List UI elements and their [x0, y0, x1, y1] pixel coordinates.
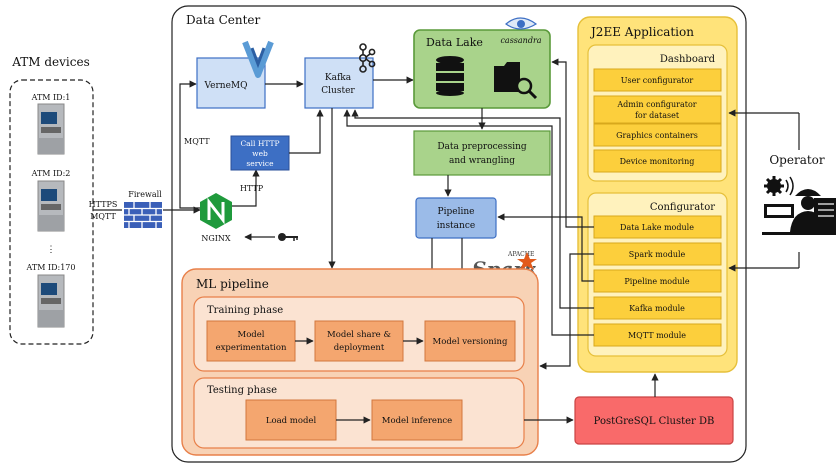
model-share-label-line2: deployment — [334, 343, 385, 353]
call-http-label-line2: web — [252, 149, 268, 158]
pipeline-module-label: Pipeline module — [624, 277, 690, 286]
data-center-frame — [171, 5, 747, 463]
admin-configurator-label-line1: Admin configurator — [616, 100, 696, 109]
call-http-label-line1: Call HTTP — [240, 139, 279, 148]
ml-pipeline-title: ML pipeline — [196, 277, 269, 291]
mqtt-label: MQTT — [184, 137, 210, 146]
pipeline-instance-node — [415, 197, 497, 239]
kafka-logo-icon — [358, 43, 376, 73]
model-experimentation-label-line2: experimentation — [216, 343, 287, 353]
load-model-label: Load model — [266, 416, 317, 426]
datalake-module-edge — [551, 58, 594, 228]
model-experimentation-node — [206, 320, 296, 362]
postgres-label: PostGreSQL Cluster DB — [594, 416, 715, 427]
mqtt-label-left: MQTT — [90, 212, 116, 221]
operator-engineer-icon — [762, 176, 836, 235]
mqtt-module-edge — [343, 109, 594, 336]
atm-device-170-label: ATM ID:170 — [26, 263, 76, 272]
user-configurator-label: User configurator — [621, 76, 694, 85]
kafka-label-line1: Kafka — [325, 73, 352, 83]
data-center-title: Data Center — [186, 13, 261, 27]
callhttp-to-kafka-edge — [289, 109, 324, 154]
atm-machine-icon — [37, 103, 65, 155]
pipeline-label-line1: Pipeline — [438, 207, 475, 217]
vernemq-label: VerneMQ — [203, 81, 247, 91]
vernemq-logo-icon — [242, 40, 274, 78]
pipeline-label-line2: instance — [437, 221, 475, 231]
spark-module-label: Spark module — [629, 250, 686, 259]
kafka-module-label: Kafka module — [629, 304, 685, 313]
kafka-label-line2: Cluster — [321, 86, 355, 96]
nginx-to-callhttp-edge — [232, 169, 260, 207]
atm-devices-title: ATM devices — [11, 55, 90, 69]
spark-module-edge — [539, 253, 594, 370]
preprocessing-label-line2: and wrangling — [449, 156, 515, 166]
key-icon — [278, 233, 298, 241]
admin-configurator-item — [593, 95, 722, 124]
configurator-title: Configurator — [650, 202, 715, 213]
model-inference-label: Model inference — [382, 416, 452, 426]
postgres-node — [574, 396, 734, 445]
graphics-containers-label: Graphics containers — [616, 131, 698, 140]
preprocessing-node — [413, 130, 551, 176]
http-label: HTTP — [240, 184, 264, 193]
device-monitoring-label: Device monitoring — [620, 157, 695, 166]
operator-label: Operator — [769, 153, 825, 167]
model-experimentation-label-line1: Model — [237, 330, 264, 340]
atm-machine-icon — [37, 180, 65, 232]
firewall-icon — [124, 202, 162, 228]
training-phase-title: Training phase — [207, 305, 283, 316]
model-share-label-line1: Model share & — [327, 330, 391, 340]
dashboard-title: Dashboard — [660, 54, 716, 65]
graphics-containers-item — [593, 123, 722, 147]
nginx-icon — [200, 193, 232, 229]
call-http-label-line3: service — [246, 159, 274, 168]
model-share-node — [314, 320, 404, 362]
preprocessing-label-line1: Data preprocessing — [437, 142, 527, 152]
data-lake-title: Data Lake — [426, 36, 483, 49]
https-label: HTTPS — [89, 200, 118, 209]
nginx-label: NGINX — [201, 234, 231, 243]
atm-devices-group: ATM devices ATM ID:1 ATM ID:2 ⋮ ATM ID:1… — [9, 55, 94, 345]
j2ee-title: J2EE Application — [589, 25, 694, 39]
nginx-to-vernemq-edge — [179, 80, 200, 209]
spark-apache-text: APACHE — [507, 251, 534, 258]
model-versioning-label: Model versioning — [433, 337, 508, 347]
firewall-label: Firewall — [128, 190, 162, 199]
cassandra-eye-icon — [505, 17, 538, 30]
data-lake-module-label: Data Lake module — [620, 223, 694, 232]
atm-machine-icon — [37, 274, 65, 328]
database-icon — [436, 56, 464, 96]
atm-device-2-label: ATM ID:2 — [31, 169, 71, 178]
mqtt-module-label: MQTT module — [628, 331, 686, 340]
atm-device-1-label: ATM ID:1 — [31, 93, 71, 102]
device-monitoring-item — [593, 149, 722, 173]
cassandra-label: cassandra — [500, 36, 541, 45]
model-inference-node — [371, 399, 463, 441]
call-http-service-node — [230, 135, 290, 171]
admin-configurator-label-line2: for dataset — [635, 111, 680, 120]
kafka-module-edge — [351, 109, 594, 309]
atm-ellipsis: ⋮ — [47, 245, 56, 255]
model-versioning-node — [424, 320, 516, 362]
folder-search-icon — [494, 62, 538, 100]
pipeline-module-edge — [497, 213, 594, 282]
user-configurator-item — [593, 68, 722, 92]
testing-phase-title: Testing phase — [207, 385, 277, 396]
